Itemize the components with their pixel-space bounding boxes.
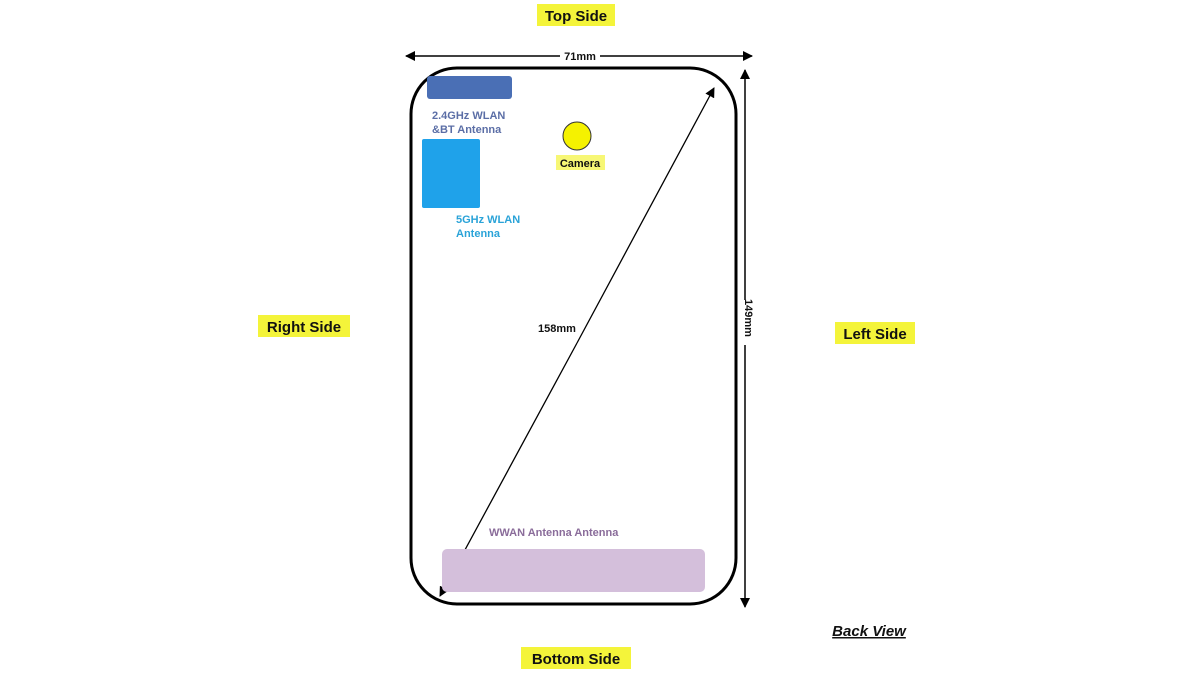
diagonal-dimension: 158mm: [538, 323, 576, 335]
height-dimension: 149mm: [742, 299, 754, 337]
wlan5-label-2: Antenna: [456, 228, 501, 240]
wlan5-label-1: 5GHz WLAN: [456, 214, 520, 226]
back-view-label: Back View: [832, 623, 907, 640]
wlan5-antenna: [422, 139, 480, 208]
wwan-label: WWAN Antenna Antenna: [489, 527, 619, 539]
left-side-label: Left Side: [843, 326, 906, 343]
right-side-highlight: [258, 315, 350, 337]
wlan24-antenna: [427, 76, 512, 99]
diagonal-label-bg: [534, 320, 580, 334]
camera-label: Camera: [560, 158, 601, 170]
wwan-antenna: [442, 549, 705, 592]
diagonal-arrow-up: [576, 87, 715, 344]
wlan24-label-2: &BT Antenna: [432, 124, 502, 136]
top-side-label: Top Side: [545, 8, 607, 25]
wlan24-label-1: 2.4GHz WLAN: [432, 110, 505, 122]
right-side-label: Right Side: [267, 319, 341, 336]
top-side-highlight: [537, 4, 615, 26]
camera-highlight: [556, 155, 605, 170]
left-side-highlight: [835, 322, 915, 344]
camera-icon: [562, 121, 592, 151]
bottom-side-highlight: [521, 647, 631, 669]
width-dimension: 71mm: [564, 51, 596, 63]
phone-outline: [409, 66, 738, 606]
bottom-side-label: Bottom Side: [532, 651, 620, 668]
